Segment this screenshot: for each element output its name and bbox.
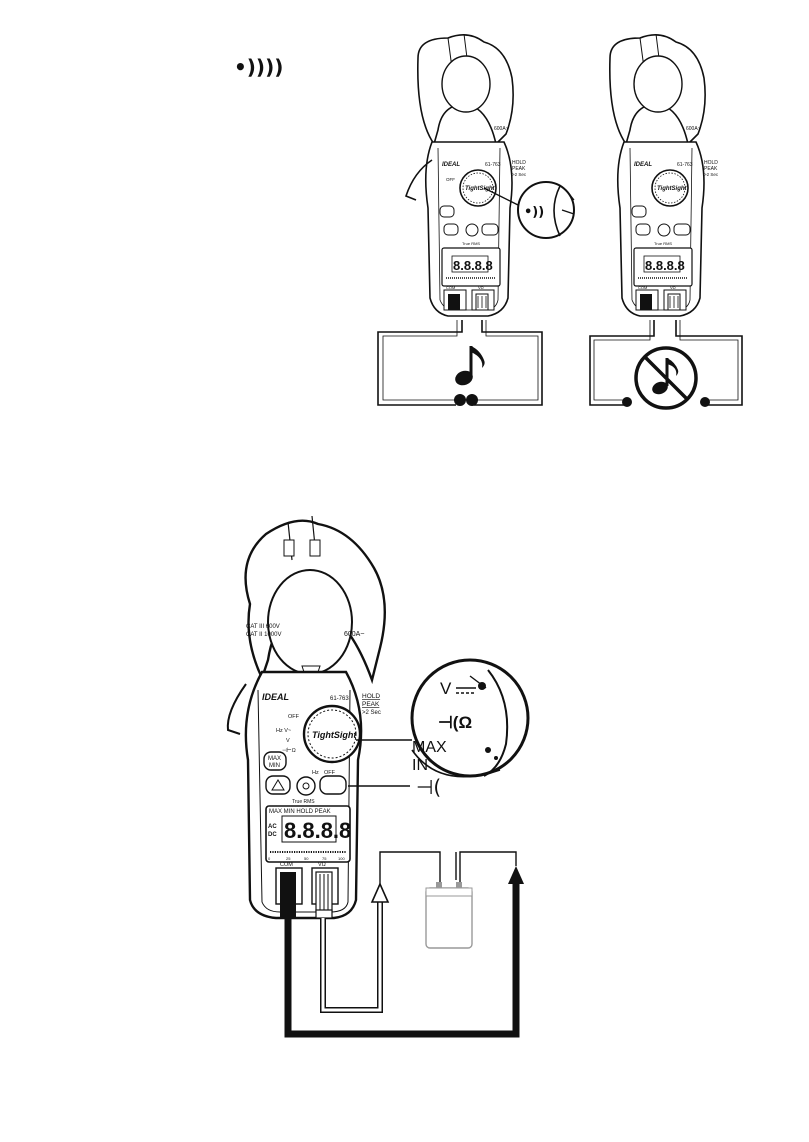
bottom-rating-1: CAT III 600V [246, 624, 280, 630]
bottom-rating-2: CAT II 1000V [246, 632, 281, 638]
left-meter-off-label: OFF [446, 177, 455, 182]
bottom-max-label: MAX [268, 756, 281, 762]
right-meter-brand: IDEAL [634, 162, 652, 168]
bottom-off-label-2: OFF [324, 770, 336, 776]
bottom-peak-note: >2 Sec [362, 710, 381, 716]
open-probe-tip-left [622, 397, 632, 407]
dial-zoom-circle [410, 658, 530, 778]
left-meter-vohm-label: VΩ [478, 285, 484, 290]
scale-25: 25 [286, 856, 291, 861]
bottom-model: 61-763 [330, 696, 349, 702]
left-meter-clamp-rating: 600A~ [494, 126, 509, 132]
bottom-v-label: V [286, 738, 290, 744]
right-meter-display: 8.8.8.8 [645, 258, 685, 273]
left-meter-model: 61-763 [485, 162, 501, 168]
cap-button-symbol: ⊣( [416, 775, 441, 799]
left-meter-hold: HOLD [512, 160, 526, 166]
left-meter-dial-logo: TightSight [465, 186, 496, 192]
callout-continuity-symbol: •)) [524, 205, 544, 220]
bottom-dial-logo: TightSight [312, 730, 357, 740]
right-meter-com-label: COM [638, 285, 647, 290]
left-clamp-meter: 61-763 IDEAL TightSight 600A~ HOLD PEAK … [416, 33, 527, 317]
bottom-capohm-label: ⊣⊢Ω [282, 747, 296, 754]
capacitor-icon [425, 882, 473, 949]
right-meter-true-rms: True RMS [654, 241, 672, 246]
probe-tip-right [466, 394, 478, 406]
scale-50: 50 [304, 856, 309, 861]
left-meter-com-label: COM [446, 285, 455, 290]
right-meter-dial-logo: TightSight [657, 186, 688, 192]
zoom-v-text: V [440, 679, 452, 698]
bottom-ac-label: AC [268, 824, 277, 830]
music-note-icon [455, 346, 485, 386]
dial-zoom-callout [517, 181, 575, 239]
bottom-scale: 0 25 50 75 100 [268, 856, 345, 861]
right-meter-vohm-label: VΩ [670, 285, 676, 290]
bottom-min-label: MIN [269, 763, 280, 769]
bottom-true-rms: True RMS [292, 799, 315, 805]
continuity-symbol: •)))) [234, 55, 283, 79]
right-meter-clamp-rating: 600A~ [686, 126, 701, 132]
right-meter-hold: HOLD [704, 160, 718, 166]
continuity-circuit-open [589, 320, 743, 410]
max-min-button [263, 751, 287, 771]
left-meter-brand: IDEAL [442, 162, 460, 168]
backlight-button [296, 776, 316, 796]
bottom-brand: IDEAL [262, 692, 289, 702]
left-meter-peak-note: >2 Sec [512, 172, 527, 177]
scale-75: 75 [322, 856, 327, 861]
bottom-peak: PEAK [362, 701, 380, 708]
left-meter-true-rms: True RMS [462, 241, 480, 246]
zoom-max-text: MAX [412, 739, 447, 756]
right-clamp-meter: 61-763 IDEAL TightSight 600A~ HOLD PEAK … [608, 33, 719, 317]
bottom-display-digits: 8.8.8.8 [284, 818, 351, 843]
callout-leader-line [483, 187, 521, 207]
bottom-hz-label: Hz [312, 770, 319, 776]
bottom-off-label: OFF [288, 714, 300, 720]
no-sound-icon [634, 346, 698, 410]
bottom-hold: HOLD [362, 693, 380, 700]
bottom-lcd-top: MAX MIN HOLD PEAK [269, 809, 331, 815]
left-meter-peak: PEAK [512, 166, 526, 172]
continuity-circuit-closed [377, 320, 543, 406]
large-clamp-meter [226, 515, 386, 920]
test-leads [284, 851, 524, 1038]
right-meter-peak-note: >2 Sec [704, 172, 719, 177]
rotary-dial [302, 704, 362, 764]
left-meter-strap [405, 159, 433, 201]
bottom-hzv-label: Hz V~ [276, 728, 291, 734]
open-probe-tip-right [700, 397, 710, 407]
delta-button [265, 775, 291, 795]
left-meter-display: 8.8.8.8 [453, 258, 493, 273]
right-meter-peak: PEAK [704, 166, 718, 172]
bottom-dc-label: DC [268, 832, 277, 838]
bottom-clamp-rating: 600A~ [344, 631, 364, 638]
bottom-vohm-label: VΩ [318, 862, 326, 868]
right-meter-model: 61-763 [677, 162, 693, 168]
zoom-capohm-text: ⊣(Ω [438, 713, 472, 732]
bottom-com-label: COM [280, 862, 293, 868]
scale-0: 0 [268, 856, 271, 861]
zoom-min-text: IN [412, 757, 428, 774]
probe-tip-left [454, 394, 466, 406]
scale-100: 100 [338, 856, 345, 861]
capacitance-button [319, 775, 347, 795]
